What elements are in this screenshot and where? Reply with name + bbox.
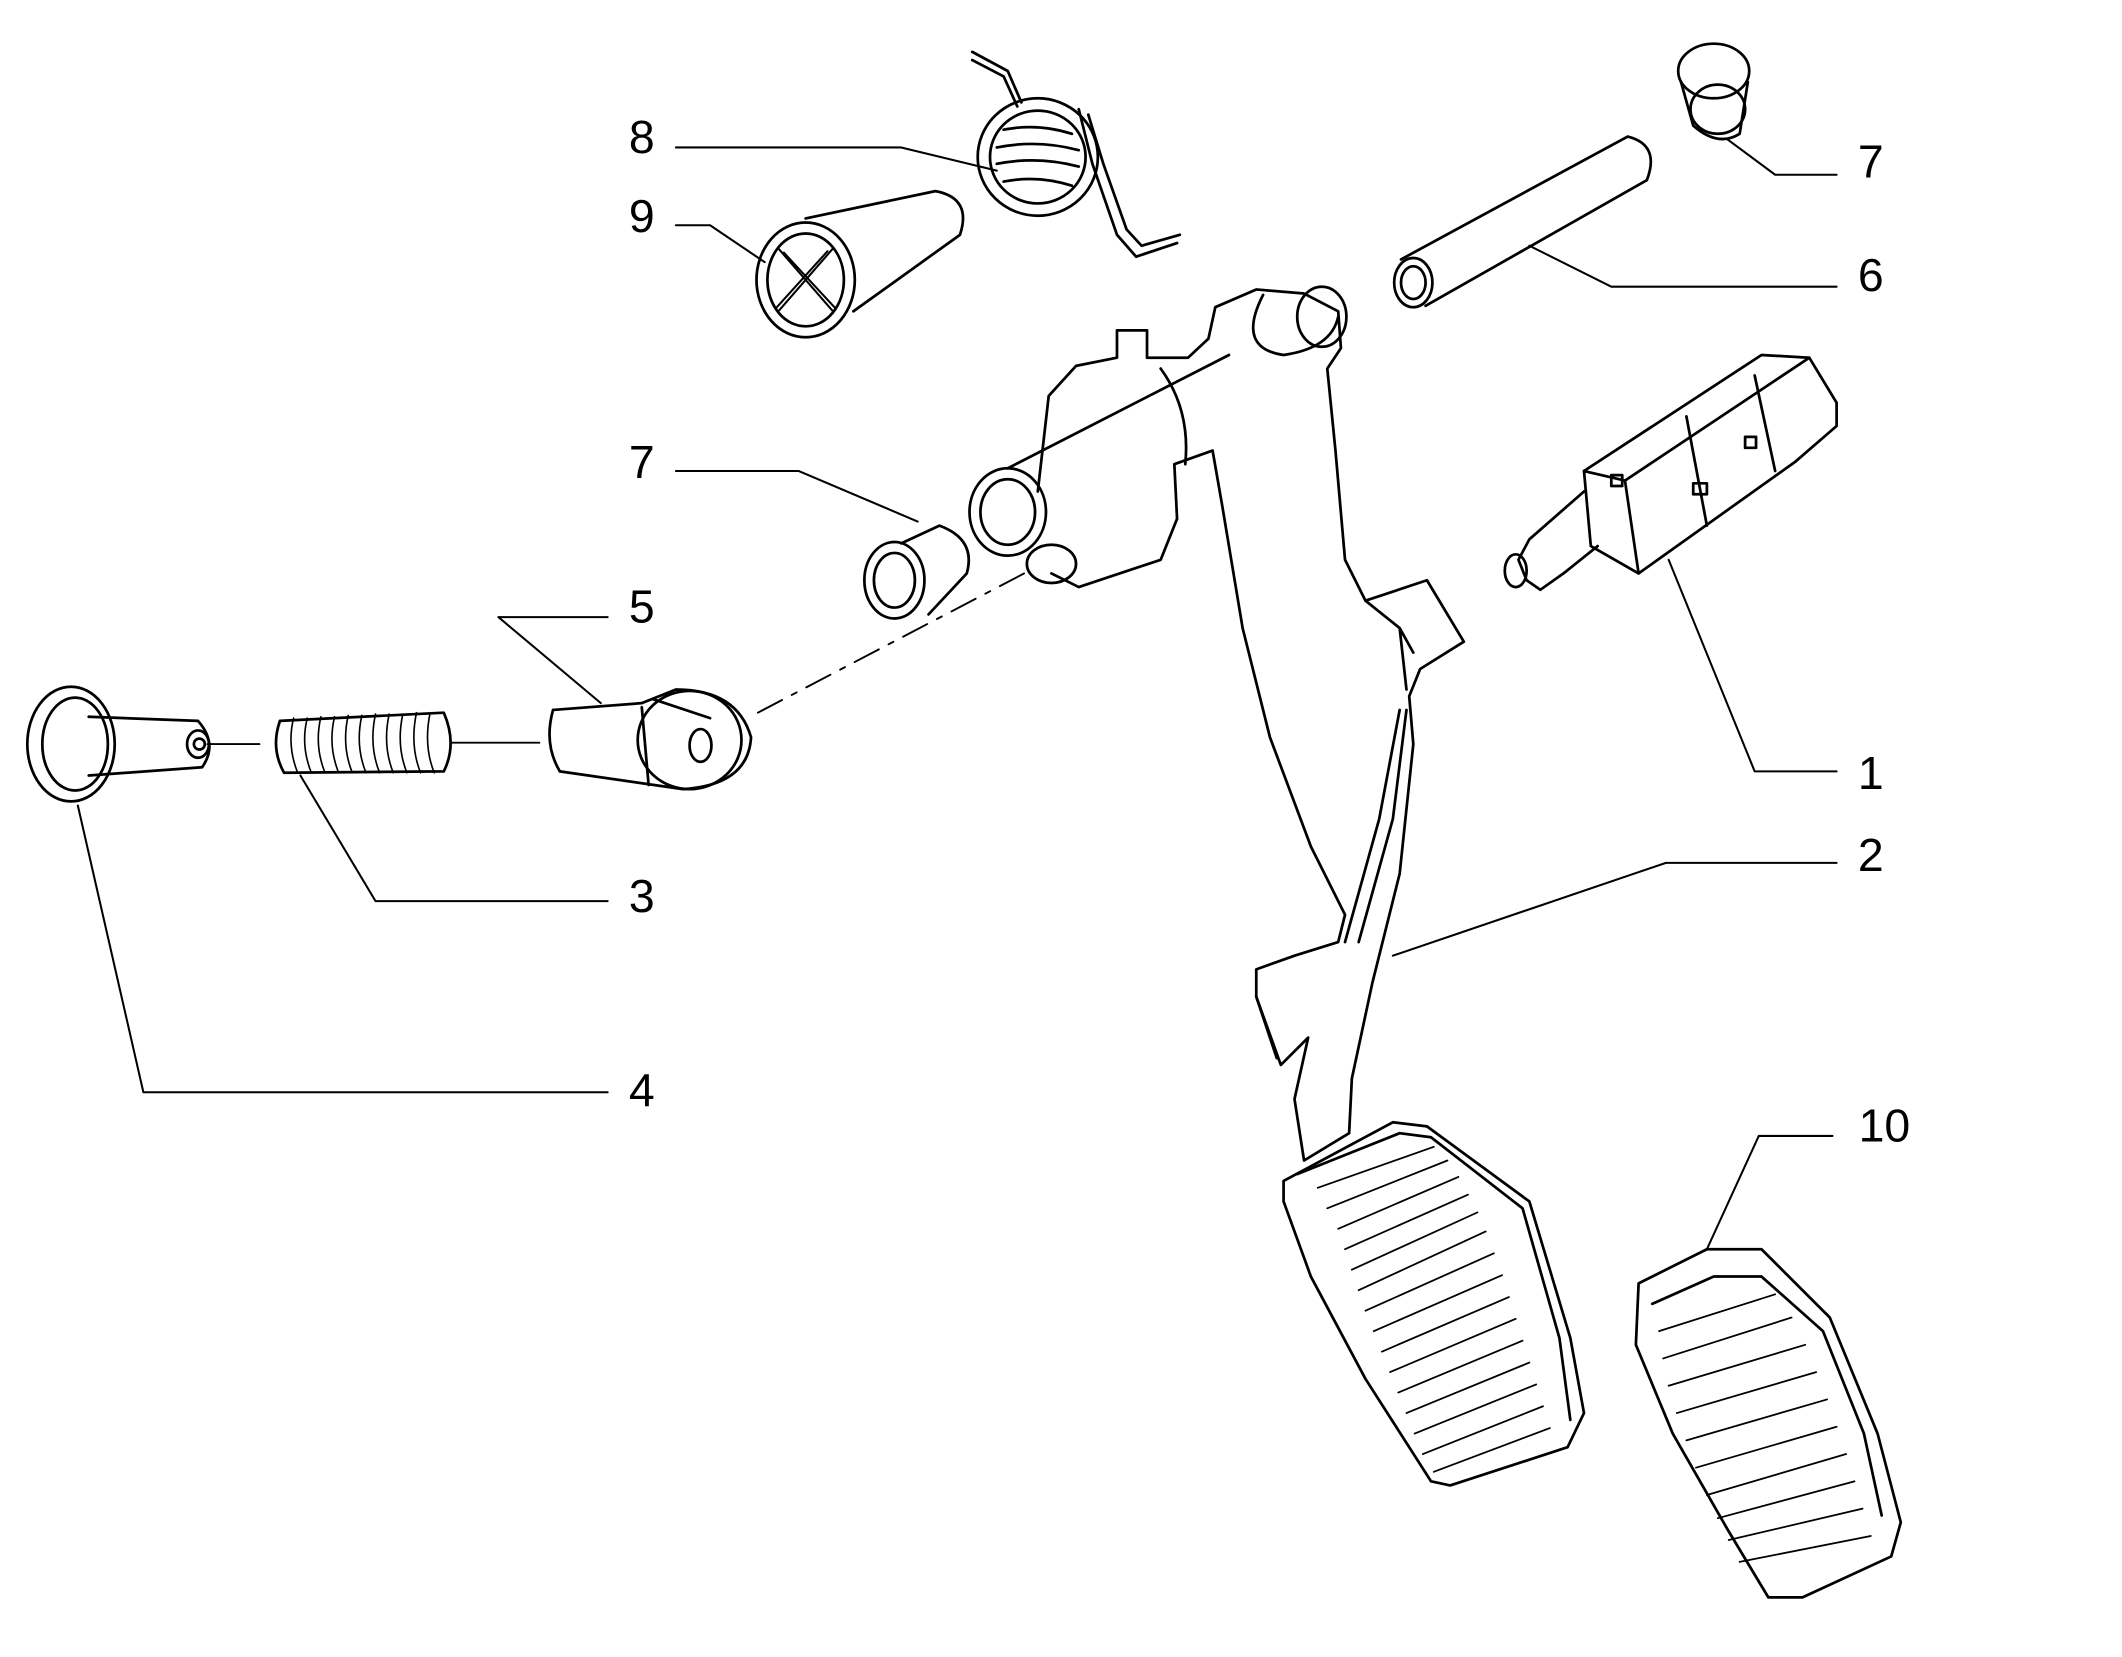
leader-line-6 (1528, 244, 1838, 288)
bushing-top-part (1676, 42, 1751, 141)
coil-spring-part (274, 711, 452, 775)
leader-line-8 (674, 146, 998, 172)
torsion-spring-part (970, 50, 1182, 259)
callout-3: 3 (629, 870, 655, 922)
leader-lines (76, 138, 1838, 1251)
leader-line-5 (497, 616, 609, 705)
leader-line-7-top (1726, 138, 1838, 176)
callout-9: 9 (629, 190, 655, 242)
callout-4: 4 (629, 1064, 655, 1116)
pin-part (755, 189, 965, 339)
callout-7-top: 7 (1858, 135, 1884, 187)
leader-line-9 (674, 224, 766, 264)
pedal-lever-part (968, 285, 1466, 1162)
connector-lines (206, 572, 1026, 746)
leader-line-7-left (674, 470, 919, 523)
switch-part (1503, 353, 1838, 592)
leader-line-1 (1667, 558, 1838, 773)
callout-2: 2 (1858, 829, 1884, 881)
long-pin-part (1392, 135, 1653, 309)
pedal-pad-part (1634, 1247, 1903, 1599)
callout-1: 1 (1858, 747, 1884, 799)
leader-line-3 (299, 774, 609, 903)
leader-line-10 (1705, 1134, 1834, 1251)
callout-5: 5 (629, 581, 655, 633)
bushing-left-part (863, 524, 971, 620)
leader-line-2 (1391, 861, 1838, 957)
callout-10: 10 (1859, 1099, 1911, 1151)
leader-line-4 (76, 804, 609, 1094)
plunger-part (548, 688, 753, 791)
callout-8: 8 (629, 111, 655, 163)
callout-7-left: 7 (629, 436, 655, 488)
bolt-part (25, 685, 211, 803)
pedal-pad-on-lever (1282, 1120, 1586, 1487)
callout-6: 6 (1858, 249, 1884, 301)
